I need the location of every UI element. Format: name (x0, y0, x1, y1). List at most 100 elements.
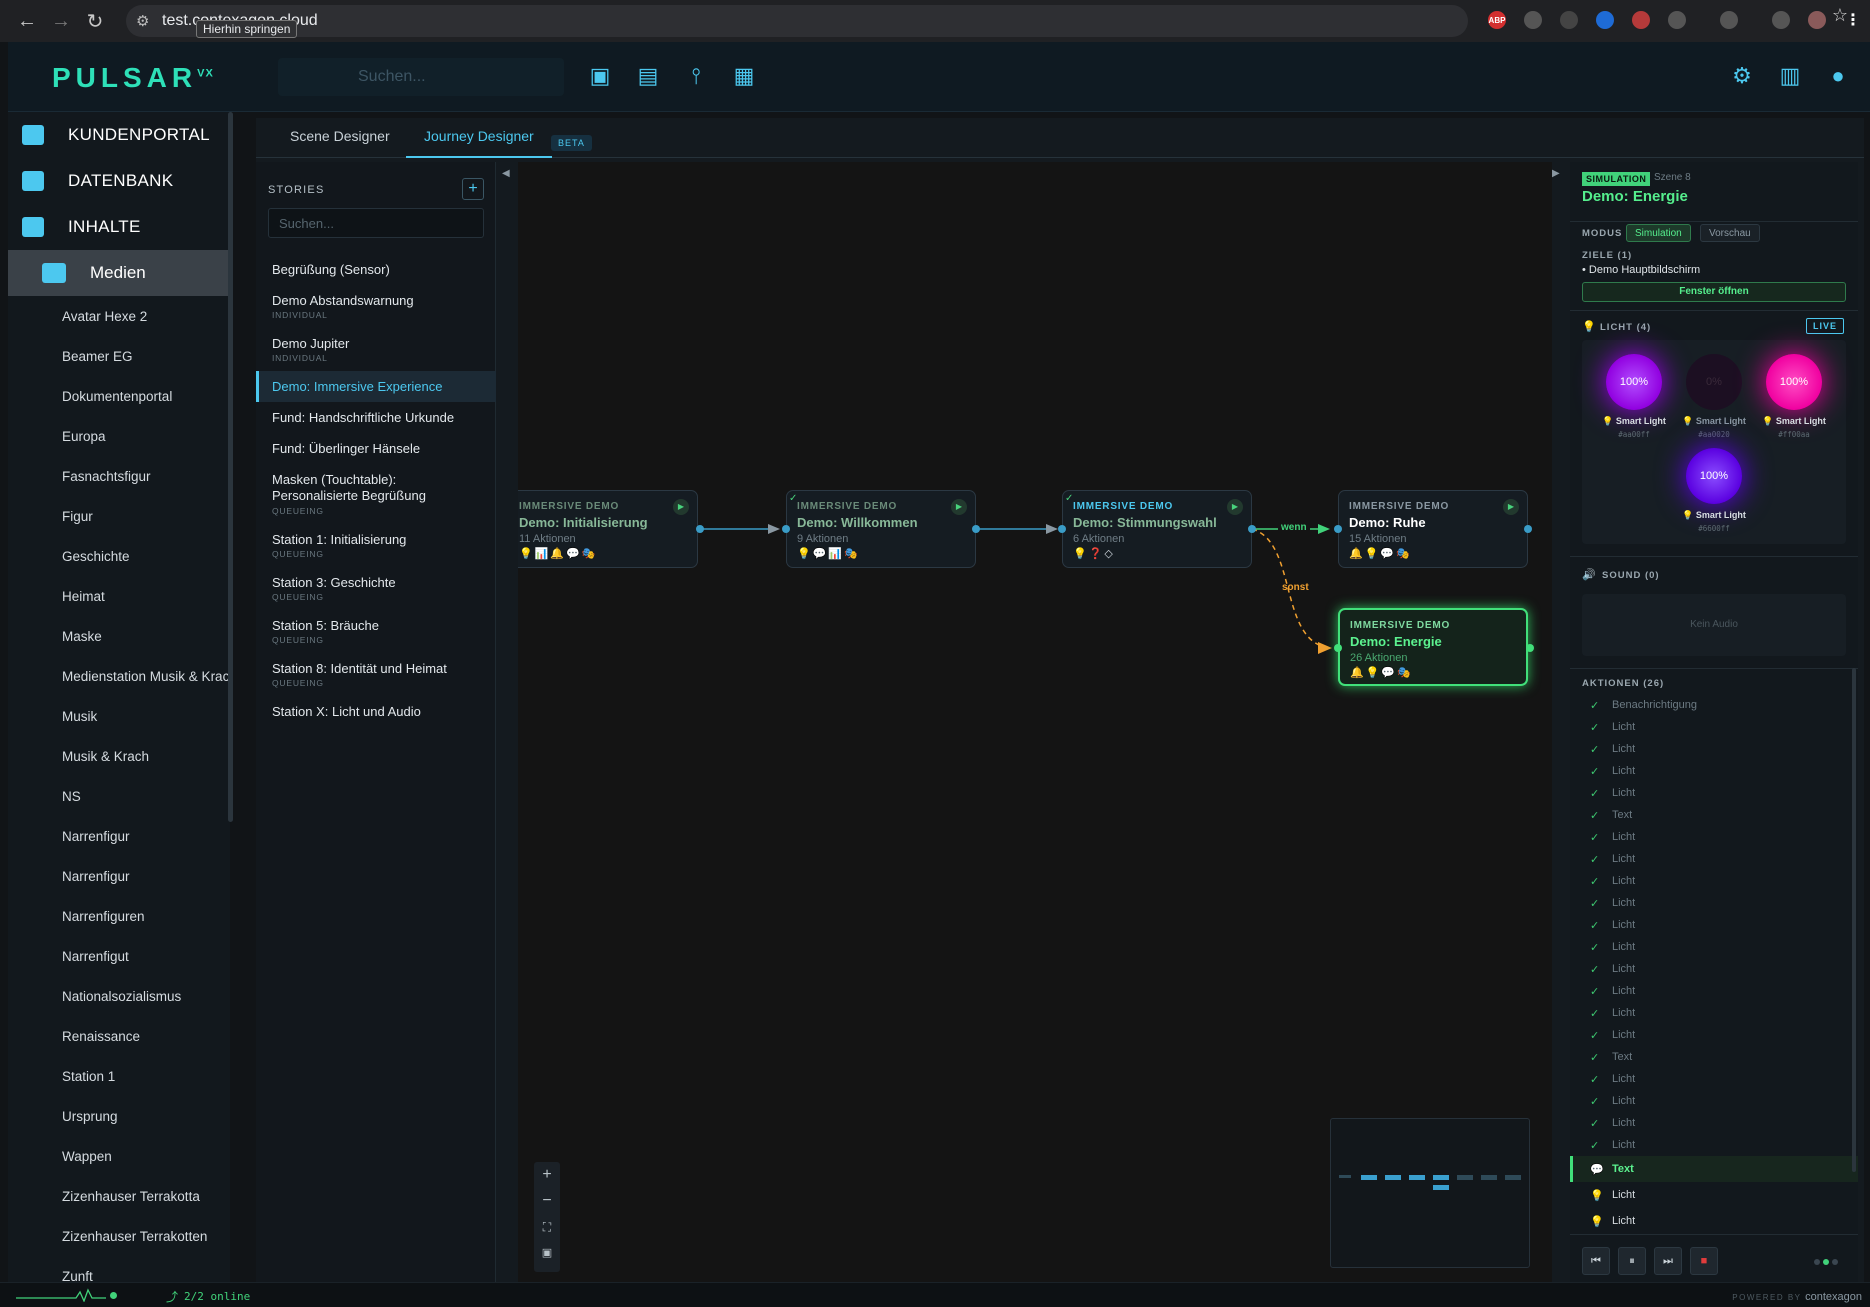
zoom-in-button[interactable]: + (542, 1166, 552, 1183)
sidebar-subitem[interactable]: Figur (62, 508, 93, 524)
add-image-icon[interactable]: ▣ (589, 63, 611, 88)
extension-icon[interactable] (1524, 11, 1542, 29)
light-bulb[interactable]: 100% (1766, 354, 1822, 410)
add-story-button[interactable]: + (462, 178, 484, 200)
sidebar-subitem[interactable]: Zizenhauser Terrakotten (62, 1228, 208, 1244)
sidebar-item-datenbank[interactable]: DATENBANK (8, 158, 230, 204)
action-item[interactable]: ✓Licht (1570, 958, 1858, 980)
stories-search-input[interactable]: Suchen... (268, 208, 484, 238)
actions-scrollbar[interactable] (1852, 668, 1856, 1172)
user-account-icon[interactable]: ● (1831, 63, 1845, 88)
pulsar-logo[interactable]: PULSARVX (52, 62, 214, 94)
back-icon[interactable]: ← (17, 9, 37, 32)
sidebar-subitem[interactable]: Musik (62, 708, 98, 724)
action-item-current[interactable]: 💬Text (1570, 1156, 1858, 1182)
skip-forward-button[interactable]: ⏭ (1654, 1247, 1682, 1275)
action-item[interactable]: ✓Licht (1570, 760, 1858, 782)
node-port[interactable] (1334, 644, 1342, 652)
story-item[interactable]: Masken (Touchtable): Personalisierte Beg… (256, 464, 496, 524)
action-item[interactable]: ✓Licht (1570, 1002, 1858, 1024)
action-item[interactable]: ✓Licht (1570, 738, 1858, 760)
journey-node[interactable]: ✓ IMMERSIVE DEMO Demo: Initialisierung 1… (518, 490, 698, 568)
bookmark-star-icon[interactable]: ☆ (1831, 5, 1848, 25)
mode-simulation-button[interactable]: Simulation (1626, 224, 1691, 242)
sidebar-subitem[interactable]: Nationalsozialismus (62, 988, 182, 1004)
story-item[interactable]: Station X: Licht und Audio (256, 696, 496, 727)
node-port[interactable] (1248, 525, 1256, 533)
action-item[interactable]: ✓Licht (1570, 782, 1858, 804)
sidebar-subitem[interactable]: Narrenfiguren (62, 908, 145, 924)
extension-icon[interactable] (1560, 11, 1578, 29)
sidebar-subitem[interactable]: Europa (62, 428, 106, 444)
clapperboard-icon[interactable]: ▤ (637, 63, 659, 88)
remote-signal-icon[interactable]: ⫯ (691, 63, 701, 88)
light-bulb[interactable]: 100% (1686, 448, 1742, 504)
action-item[interactable]: ✓Text (1570, 804, 1858, 826)
tab-journey-designer[interactable]: Journey Designer (406, 128, 552, 158)
action-item[interactable]: ✓Licht (1570, 914, 1858, 936)
node-port[interactable] (1334, 525, 1342, 533)
node-port[interactable] (696, 525, 704, 533)
action-item[interactable]: ✓Text (1570, 1046, 1858, 1068)
action-item-pending[interactable]: 💡Licht (1570, 1208, 1858, 1234)
sidebar-subitem[interactable]: Avatar Hexe 2 (62, 308, 148, 324)
story-item[interactable]: Begrüßung (Sensor) (256, 254, 496, 285)
sidebar-subitem[interactable]: Musik & Krach (62, 748, 150, 764)
light-bulb[interactable]: 100% (1606, 354, 1662, 410)
journey-node-active[interactable]: IMMERSIVE DEMO Demo: Energie 26 Aktionen… (1338, 608, 1528, 686)
action-item[interactable]: ✓Licht (1570, 936, 1858, 958)
sidebar-subitem[interactable]: Narrenfigur (62, 868, 130, 884)
action-item[interactable]: ✓Licht (1570, 826, 1858, 848)
dashboard-grid-icon[interactable]: ▦ (733, 63, 755, 88)
node-port[interactable] (1524, 525, 1532, 533)
sidebar-subitem[interactable]: Station 1 (62, 1068, 116, 1084)
menu-icon[interactable]: ⋮ (1845, 12, 1861, 29)
adblock-extension-icon[interactable]: ABP (1488, 11, 1506, 29)
collapse-right-icon[interactable]: ▶ (1552, 168, 1560, 179)
collapse-left-icon[interactable]: ◀ (502, 168, 510, 179)
journey-canvas[interactable]: wenn sonst ✓ IMMERSIVE DEMO Demo: Initia… (518, 162, 1552, 1282)
tab-scene-designer[interactable]: Scene Designer (290, 128, 390, 144)
sidebar-scrollbar[interactable] (228, 112, 233, 822)
action-item[interactable]: ✓Licht (1570, 1090, 1858, 1112)
media-control-icon[interactable] (1772, 11, 1790, 29)
action-item[interactable]: ✓Licht (1570, 870, 1858, 892)
lock-icon[interactable]: ▣ (541, 1247, 553, 1259)
header-search-input[interactable]: Suchen... (278, 58, 564, 96)
play-node-button[interactable]: ▶ (673, 499, 689, 515)
story-item[interactable]: Fund: Handschriftliche Urkunde (256, 402, 496, 433)
sidebar-subitem[interactable]: Medienstation Musik & Krach (62, 668, 230, 684)
action-item[interactable]: ✓Licht (1570, 892, 1858, 914)
mode-preview-button[interactable]: Vorschau (1700, 224, 1760, 242)
action-item[interactable]: ✓Licht (1570, 716, 1858, 738)
action-item-pending[interactable]: 💡Licht (1570, 1182, 1858, 1208)
play-node-button[interactable]: ▶ (1227, 499, 1243, 515)
action-item[interactable]: ✓Licht (1570, 1068, 1858, 1090)
sidebar-subitem[interactable]: Zunft (62, 1268, 93, 1283)
reload-icon[interactable]: ↻ (86, 10, 104, 33)
sidebar-subitem[interactable]: Fasnachtsfigur (62, 468, 151, 484)
node-port[interactable] (1526, 644, 1534, 652)
skip-back-button[interactable]: ⏮ (1582, 1247, 1610, 1275)
play-node-button[interactable]: ▶ (1503, 499, 1519, 515)
journey-node[interactable]: ✓ IMMERSIVE DEMO Demo: Willkommen 9 Akti… (786, 490, 976, 568)
story-item[interactable]: Fund: Überlinger Hänsele (256, 433, 496, 464)
settings-gear-icon[interactable]: ⚙ (1732, 63, 1752, 88)
action-item[interactable]: ✓Licht (1570, 1134, 1858, 1156)
sidebar-item-inhalte[interactable]: INHALTE (8, 204, 230, 250)
address-bar[interactable]: ⚙ test.contexagon.cloud (126, 5, 1468, 37)
sidebar-subitem[interactable]: Beamer EG (62, 348, 133, 364)
light-bulb[interactable]: 0% (1686, 354, 1742, 410)
action-item[interactable]: ✓Licht (1570, 1112, 1858, 1134)
pause-button[interactable]: ⏸ (1618, 1247, 1646, 1275)
sidebar-subitem[interactable]: Renaissance (62, 1028, 141, 1044)
sidebar-subitem[interactable]: Narrenfigut (62, 948, 129, 964)
minimap[interactable] (1330, 1118, 1530, 1268)
sidebar-subitem[interactable]: Zizenhauser Terrakotta (62, 1188, 200, 1204)
sidebar-subitem[interactable]: Dokumentenportal (62, 388, 173, 404)
profile-avatar[interactable] (1808, 11, 1826, 29)
node-port[interactable] (972, 525, 980, 533)
pen-extension-icon[interactable] (1632, 11, 1650, 29)
sidebar-subitem[interactable]: Wappen (62, 1148, 112, 1164)
